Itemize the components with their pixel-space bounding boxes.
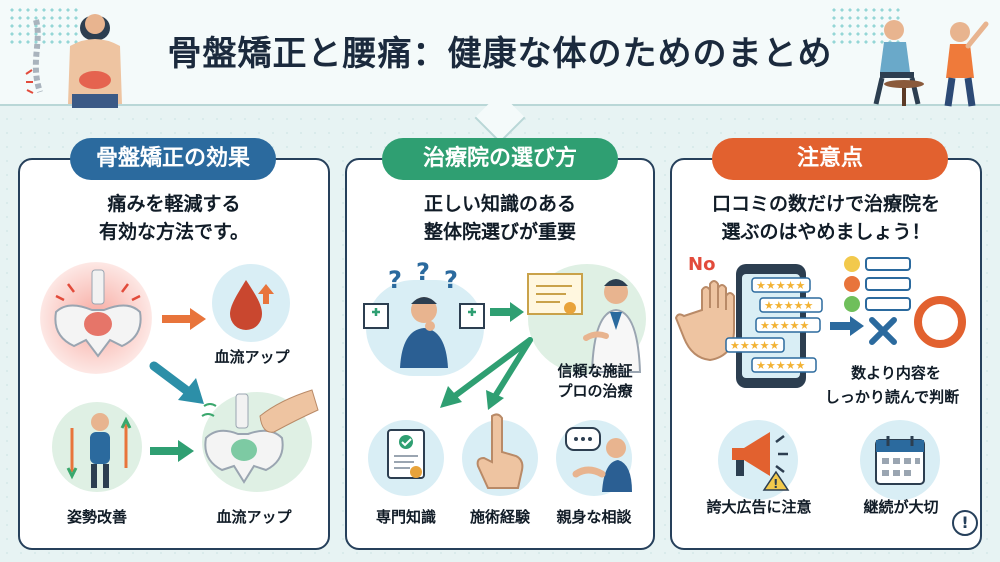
blood-drop-icon — [230, 280, 274, 330]
decor-dots-left — [8, 6, 78, 46]
label-bloodflow-top: 血流アップ — [214, 348, 290, 366]
confused-person-icon: ? ? ? — [363, 258, 485, 368]
label-continue: 継続が大切 — [863, 498, 939, 516]
svg-text:★★★★★: ★★★★★ — [764, 299, 813, 312]
label-trusted-line1: 信頼な施証 — [557, 362, 633, 380]
svg-text:★★★★★: ★★★★★ — [760, 319, 809, 332]
label-bloodflow-bottom: 血流アップ — [216, 508, 292, 526]
arrow-right-green-2 — [490, 302, 524, 322]
label-experience: 施術経験 — [469, 508, 530, 526]
warning-circle-icon: ! — [952, 510, 978, 536]
pointing-hand-icon — [476, 413, 524, 489]
arrow-right-orange — [162, 308, 206, 330]
circle-mark-icon — [914, 296, 966, 348]
label-content-line2: しっかり読んで判断 — [824, 388, 960, 406]
stop-hand-icon — [674, 280, 735, 362]
no-text: No — [688, 254, 716, 275]
caution-tag: 注意点 — [712, 138, 948, 180]
caution-sub-line1: 口コミの数だけで治療院を — [711, 193, 940, 215]
people-exercising-illustration — [873, 20, 989, 107]
choose-sub-line2: 整体院選びが重要 — [423, 221, 576, 243]
choose-sub-line1: 正しい知識のある — [423, 193, 576, 215]
label-knowledge: 専門知識 — [375, 508, 436, 526]
choose-tag: 治療院の選び方 — [382, 138, 618, 180]
consultation-icon — [565, 427, 632, 492]
label-trusted-line2: プロの治療 — [557, 382, 633, 400]
svg-text:?: ? — [388, 266, 402, 294]
doctor-certificate-icon — [527, 273, 642, 373]
arrow-right-green — [150, 440, 194, 462]
page-title: 骨盤矯正と腰痛：健康な体のためのまとめ — [167, 34, 833, 74]
calendar-icon — [875, 436, 925, 485]
svg-text:★★★★★: ★★★★★ — [756, 359, 805, 372]
posture-person-icon — [66, 413, 132, 488]
diverging-arrows — [440, 337, 533, 410]
label-consult: 親身な相談 — [556, 508, 632, 526]
svg-text:★★★★★: ★★★★★ — [730, 339, 779, 352]
phone-reviews-icon: ★★★★★ ★★★★★ ★★★★★ ★★★★★ ★★★★★ — [725, 264, 823, 388]
pelvis-pain-icon — [54, 269, 142, 358]
label-content-line1: 数より内容を — [851, 364, 941, 382]
svg-text:?: ? — [416, 258, 430, 286]
certificate-check-icon — [387, 429, 425, 479]
effects-sub-line2: 有効な方法です。 — [98, 221, 250, 243]
spine-back-illustration — [25, 14, 122, 108]
effects-tag: 骨盤矯正の効果 — [70, 138, 276, 180]
svg-text:!: ! — [773, 477, 778, 491]
pelvis-hand-icon — [201, 389, 319, 484]
effects-sub-line1: 痛みを軽減する — [107, 193, 241, 215]
x-mark-icon — [869, 317, 897, 345]
label-ads: 誇大広告に注意 — [706, 498, 812, 516]
arrow-diagonal-teal — [149, 361, 204, 404]
svg-text:?: ? — [444, 266, 458, 294]
megaphone-warning-icon: ! — [732, 432, 790, 491]
label-posture: 姿勢改善 — [66, 508, 127, 526]
review-faces-icon — [844, 256, 911, 312]
caution-sub-line2: 選ぶのはやめましょう！ — [721, 221, 931, 243]
arrow-right-blue — [830, 316, 864, 336]
svg-text:★★★★★: ★★★★★ — [756, 279, 805, 292]
